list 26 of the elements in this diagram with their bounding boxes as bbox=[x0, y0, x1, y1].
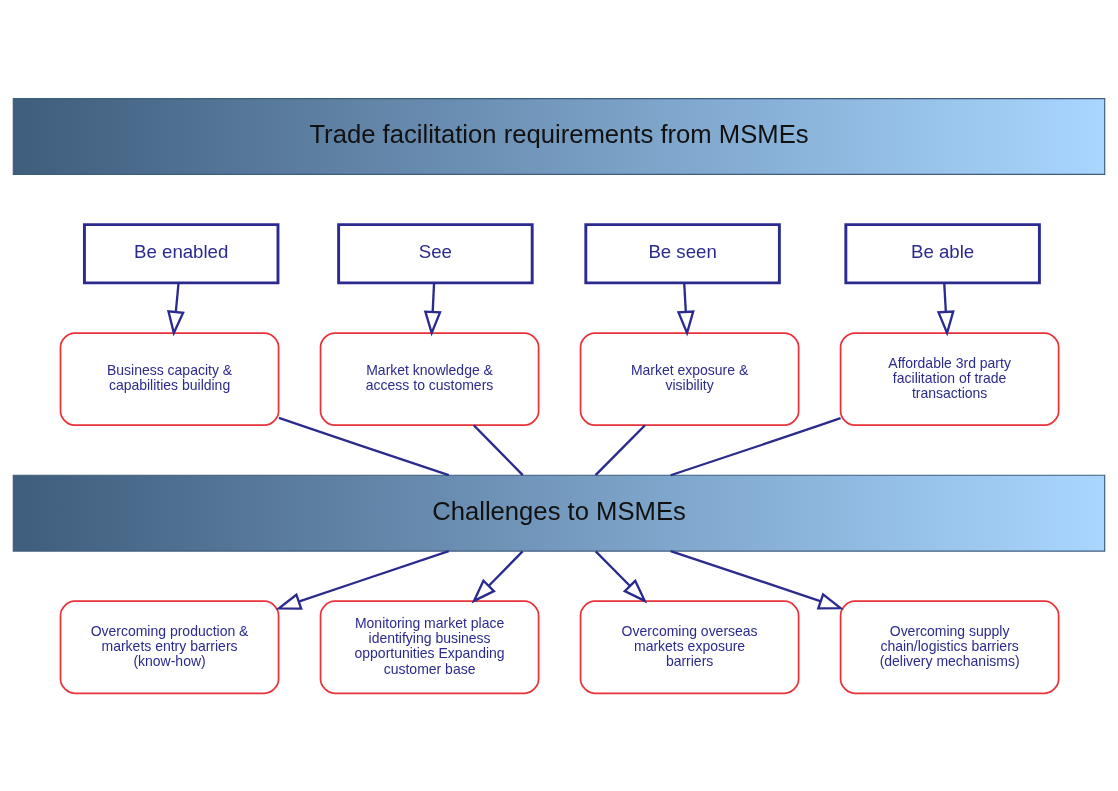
node-box: Be seen bbox=[584, 222, 781, 284]
node-box: Be able bbox=[844, 222, 1041, 284]
node-box: Monitoring market place identifying business opportunities Expanding customer base bbox=[319, 599, 540, 694]
arrow bbox=[676, 282, 695, 336]
connector bbox=[594, 423, 646, 476]
arrow bbox=[471, 550, 524, 603]
arrow bbox=[594, 550, 648, 603]
arrow bbox=[166, 282, 185, 336]
node-box: Overcoming overseas markets exposure barriers bbox=[579, 599, 800, 694]
node-box: Overcoming production & markets entry barriers (know-how) bbox=[59, 599, 280, 694]
arrow bbox=[423, 282, 442, 336]
node-box: Challenges to MSMEs bbox=[12, 474, 1106, 552]
node-box: Be enabled bbox=[82, 222, 280, 284]
connector bbox=[278, 416, 450, 476]
node-box: Business capacity & capabilities building bbox=[59, 331, 280, 426]
connector bbox=[472, 423, 524, 476]
arrow bbox=[936, 282, 955, 336]
arrow bbox=[670, 549, 844, 609]
node-box: Market knowledge & access to customers bbox=[319, 331, 540, 426]
node-box: See bbox=[337, 222, 534, 284]
connector bbox=[670, 416, 841, 476]
node-box: Overcoming supply chain/logistics barriers (delivery mechanisms) bbox=[839, 599, 1060, 694]
arrow bbox=[275, 549, 450, 610]
node-box: Affordable 3rd party facilitation of trade transactions bbox=[839, 331, 1060, 426]
node-box: Market exposure & visibility bbox=[579, 331, 800, 426]
node-box: Trade facilitation requirements from MSMEs bbox=[12, 97, 1106, 175]
